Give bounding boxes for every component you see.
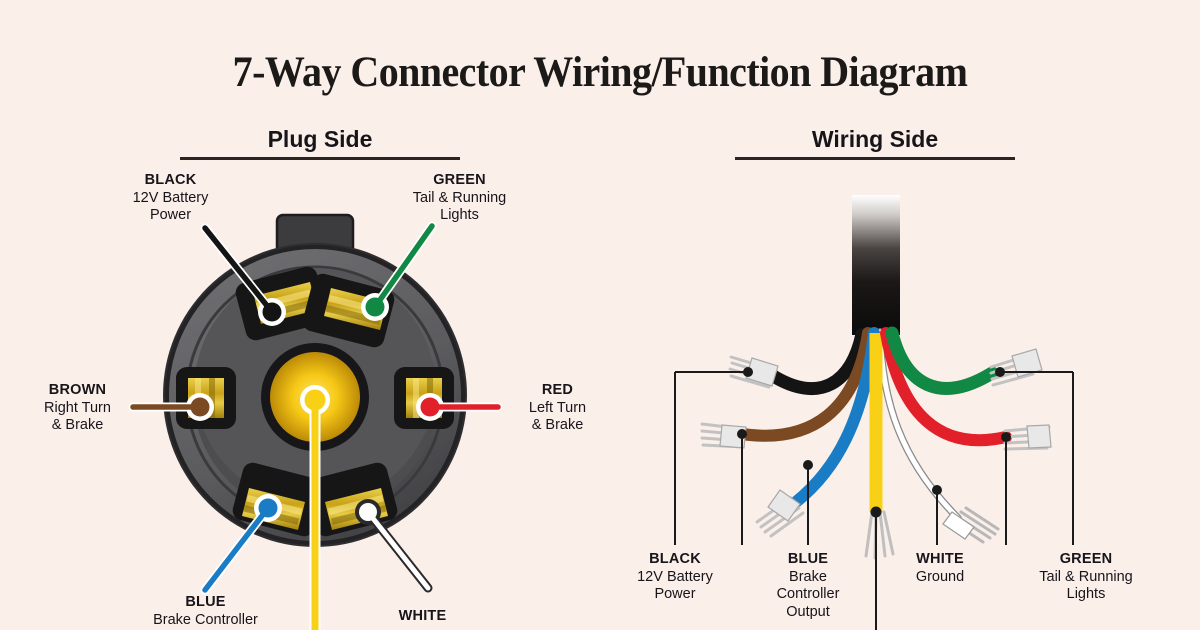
plug-leader-blue <box>200 494 282 595</box>
wire-end-strands-white <box>942 506 1000 544</box>
plug-leader-red <box>416 393 503 421</box>
plug-label-black-fn2: Power <box>149 207 192 223</box>
section-heading-wiring-side-text: Wiring Side <box>811 126 939 152</box>
plug-leader-black <box>200 223 286 326</box>
plug-label-white: WHITE <box>355 608 490 626</box>
wiring-label-green-fn2: Lights <box>1066 586 1106 602</box>
cable-sheath <box>852 195 900 335</box>
plug-label-black-name: BLACK <box>144 172 197 188</box>
plug-label-green-fn1: Tail & Running <box>412 189 507 206</box>
plug-label-blue-name: BLUE <box>185 594 226 610</box>
wiring-label-blue: BLUE Brake Controller Output <box>748 551 868 621</box>
plug-label-brown-fn1: Right Turn <box>44 399 111 416</box>
heading-underline <box>180 157 460 160</box>
heading-underline <box>735 157 1015 160</box>
plug-label-red-fn1: Left Turn <box>528 399 587 416</box>
wire-end-strands-blue <box>755 489 805 538</box>
plug-label-brown-name: BROWN <box>48 382 107 398</box>
wire-green <box>885 326 1043 395</box>
wiring-side-illustration <box>674 195 1074 630</box>
wire-end-strands-red <box>1003 424 1052 451</box>
wiring-label-blue-fn3: Output <box>786 603 830 620</box>
wire-red <box>880 327 1052 451</box>
wiring-label-blue-fn2: Controller <box>776 586 840 602</box>
section-heading-plug-side: Plug Side <box>180 126 460 165</box>
plug-label-white-name: WHITE <box>398 608 447 624</box>
plug-leader-brown <box>128 393 214 421</box>
plug-label-red-name: RED <box>541 382 574 398</box>
wiring-label-blue-fn1: Brake <box>789 568 827 585</box>
page-title: 7-Way Connector Wiring/Function Diagram <box>232 49 968 96</box>
wiring-label-green: GREEN Tail & Running Lights <box>1012 551 1160 604</box>
section-heading-wiring-side: Wiring Side <box>735 126 1015 165</box>
plug-label-blue-fn1: Brake Controller <box>153 611 258 628</box>
plug-leader-yellow <box>300 385 330 630</box>
wiring-label-black: BLACK 12V Battery Power <box>613 551 737 604</box>
wiring-leader-lines <box>674 367 1074 630</box>
plug-label-red: RED Left Turn & Brake <box>500 382 615 435</box>
plug-leader-white <box>355 499 433 593</box>
plug-label-green-name: GREEN <box>433 172 486 188</box>
wiring-label-white-fn1: Ground <box>915 568 965 585</box>
plug-label-red-fn2: & Brake <box>531 417 584 433</box>
wiring-label-black-fn1: 12V Battery <box>637 568 713 585</box>
plug-label-black: BLACK 12V Battery Power <box>103 172 238 225</box>
plug-label-brown: BROWN Right Turn & Brake <box>20 382 135 435</box>
wiring-label-black-fn2: Power <box>654 586 696 602</box>
plug-label-blue: BLUE Brake Controller <box>118 594 293 629</box>
plug-label-black-fn1: 12V Battery <box>132 189 209 206</box>
wiring-label-blue-name: BLUE <box>787 551 829 567</box>
plug-label-green: GREEN Tail & Running Lights <box>392 172 527 225</box>
wire-end-strands-green <box>989 348 1043 387</box>
wiring-label-black-name: BLACK <box>649 551 701 567</box>
plug-label-green-fn2: Lights <box>440 207 479 223</box>
section-heading-plug-side-text: Plug Side <box>267 126 373 152</box>
plug-label-brown-fn2: & Brake <box>51 417 104 433</box>
wiring-label-white: WHITE Ground <box>885 551 995 586</box>
plug-leader-green <box>361 221 437 321</box>
wiring-label-white-name: WHITE <box>916 551 964 567</box>
wire-black <box>728 327 869 396</box>
wiring-label-green-name: GREEN <box>1059 551 1113 567</box>
wiring-label-green-fn1: Tail & Running <box>1039 568 1133 585</box>
